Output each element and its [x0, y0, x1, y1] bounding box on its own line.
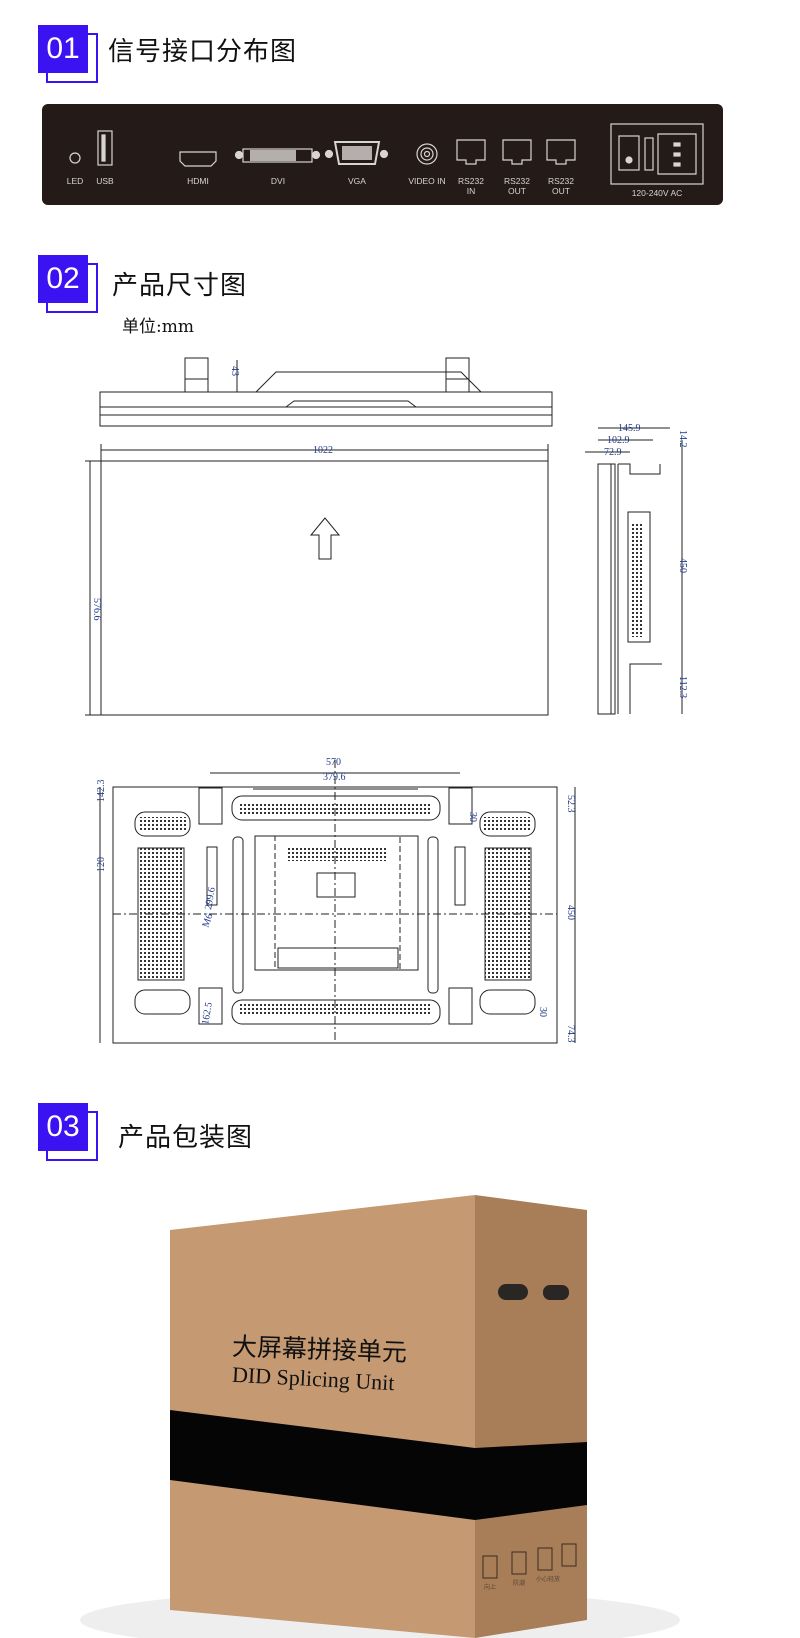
dim-label: 112.3 — [677, 676, 688, 698]
up-arrow-icon — [309, 517, 341, 560]
dim-label: 120 — [96, 857, 107, 872]
rj45-port-icon — [546, 139, 576, 165]
side-view-drawing — [585, 427, 683, 715]
section-header-interfaces: 01 信号接口分布图 — [38, 25, 438, 85]
dim-label: 74.3 — [565, 1025, 576, 1043]
rj45-port-icon — [502, 139, 532, 165]
dimension-drawings: 43 1022 576.6 145.9 102.9 72.9 14.2 450 … — [85, 357, 688, 1044]
unit-label: 单位:mm — [122, 317, 194, 337]
box-icon-label: 小心轻放 — [536, 1576, 561, 1583]
port-label: 120-240V AC — [631, 188, 683, 198]
dim-label: 52.3 — [565, 795, 576, 813]
port-label-sub: OUT — [508, 186, 526, 196]
led-icon — [69, 152, 81, 164]
dim-label: 72.9 — [604, 447, 622, 458]
dim-label: 142.3 — [96, 780, 107, 803]
port-label-main: RS232 — [458, 176, 484, 186]
box-icon-label: 防潮 — [513, 1580, 526, 1587]
section-title: 产品尺寸图 — [112, 271, 248, 301]
port-label: VGA — [348, 176, 366, 186]
top-view-drawing — [99, 357, 553, 427]
handle-hole-icon — [543, 1285, 569, 1300]
front-view-drawing — [85, 444, 549, 716]
usb-port-icon — [97, 130, 113, 166]
dim-label: 162.5 — [200, 1001, 215, 1025]
port-label: VIDEO IN — [408, 176, 446, 186]
dim-label: 1022 — [313, 445, 333, 456]
dim-label: 450 — [565, 905, 576, 920]
dim-label: 145.9 — [618, 423, 641, 434]
packaging-box-image — [80, 1195, 680, 1638]
section-header-dimensions: 02 产品尺寸图 — [38, 255, 438, 315]
rj45-port-icon — [456, 139, 486, 165]
dim-label: 299.6 — [203, 886, 218, 910]
dvi-port-icon — [234, 148, 321, 163]
interface-ports-drawing — [69, 123, 704, 185]
port-label: HDMI — [187, 176, 209, 186]
port-label: DVI — [270, 176, 286, 186]
dim-label: 102.9 — [607, 435, 630, 446]
port-label-sub: OUT — [552, 186, 570, 196]
video-in-port-icon — [416, 143, 438, 165]
this-way-up-icon — [482, 1555, 498, 1579]
port-label: LED — [66, 176, 84, 186]
dim-label: 570 — [326, 757, 341, 768]
dim-label: 14.2 — [677, 430, 688, 448]
dim-label: 450 — [677, 558, 688, 573]
hdmi-port-icon — [179, 151, 217, 167]
section-title: 产品包装图 — [118, 1123, 254, 1153]
dim-label: M6 — [200, 912, 215, 929]
dim-label: 43 — [229, 366, 240, 376]
vga-port-icon — [324, 141, 389, 165]
back-view-drawing — [99, 760, 576, 1044]
fragile-icon — [537, 1547, 553, 1571]
port-label: USB — [96, 176, 114, 186]
section-title: 信号接口分布图 — [108, 37, 298, 67]
power-socket-icon — [610, 123, 704, 185]
keep-dry-icon — [511, 1551, 527, 1575]
stack-limit-icon — [561, 1543, 577, 1567]
box-icon-label: 向上 — [484, 1584, 497, 1591]
section-header-packaging: 03 产品包装图 — [38, 1103, 438, 1163]
section-number: 02 — [38, 255, 88, 303]
port-label-sub: IN — [466, 186, 476, 196]
section-number: 03 — [38, 1103, 88, 1151]
dim-label: 379.6 — [323, 772, 346, 783]
port-label-main: RS232 — [548, 176, 574, 186]
dim-label: 30 — [467, 812, 478, 822]
handle-hole-icon — [498, 1284, 528, 1300]
dim-label: 30 — [537, 1007, 548, 1017]
dim-label: 576.6 — [91, 598, 102, 621]
section-number: 01 — [38, 25, 88, 73]
port-label-main: RS232 — [504, 176, 530, 186]
